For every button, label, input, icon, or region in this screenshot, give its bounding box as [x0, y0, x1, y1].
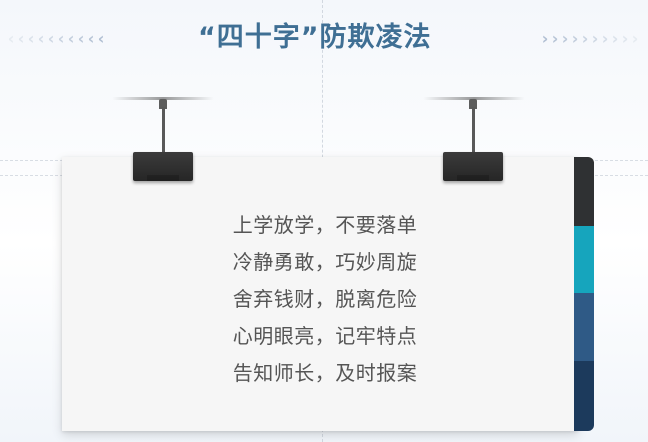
rule-line-3: 舍弃钱财，脱离危险 — [232, 287, 418, 311]
right-hanger-rod — [472, 107, 475, 153]
rule-line-4: 心明眼亮，记牢特点 — [232, 324, 418, 348]
card-side-tabs — [574, 157, 594, 431]
chevron-icon: ‹ — [97, 29, 105, 48]
chevron-icon: › — [631, 29, 639, 48]
chevron-icon: › — [611, 29, 619, 48]
side-tab-blue — [574, 293, 594, 361]
chevron-icon: › — [551, 29, 559, 48]
chevron-icon: › — [541, 29, 549, 48]
left-clip-shadow — [147, 175, 179, 181]
rules-list: 上学放学，不要落单 冷静勇敢，巧妙周旋 舍弃钱财，脱离危险 心明眼亮，记牢特点 … — [170, 207, 480, 392]
chevron-icon: ‹ — [7, 29, 15, 48]
chevron-icon: › — [571, 29, 579, 48]
chevron-icon: › — [561, 29, 569, 48]
page-title: “四十字”防欺凌法 — [198, 22, 432, 53]
side-tab-navy — [574, 361, 594, 431]
chevron-icon: ‹ — [87, 29, 95, 48]
right-chevron-decoration: ›››››››››› — [540, 29, 639, 49]
right-shelf-line — [423, 97, 525, 100]
left-clip-hanger — [133, 99, 193, 189]
right-nail — [469, 99, 477, 109]
right-binder-clip — [443, 152, 503, 181]
side-tab-dark — [574, 157, 594, 226]
chevron-icon: › — [591, 29, 599, 48]
chevron-icon: ‹ — [77, 29, 85, 48]
chevron-icon: ‹ — [67, 29, 75, 48]
right-clip-hanger — [443, 99, 503, 189]
chevron-icon: › — [621, 29, 629, 48]
left-binder-clip — [133, 152, 193, 181]
left-shelf-line — [112, 97, 214, 100]
right-clip-shadow — [457, 175, 489, 181]
rule-line-5: 告知师长，及时报案 — [232, 361, 418, 385]
left-hanger-rod — [162, 107, 165, 153]
side-tab-teal — [574, 226, 594, 293]
chevron-icon: ‹ — [37, 29, 45, 48]
notice-card — [62, 157, 578, 431]
chevron-icon: ‹ — [17, 29, 25, 48]
left-chevron-decoration: ‹‹‹‹‹‹‹‹‹‹ — [6, 29, 105, 49]
chevron-icon: ‹ — [27, 29, 35, 48]
rule-line-2: 冷静勇敢，巧妙周旋 — [232, 250, 418, 274]
chevron-icon: › — [581, 29, 589, 48]
chevron-icon: › — [601, 29, 609, 48]
rule-line-1: 上学放学，不要落单 — [232, 213, 418, 237]
chevron-icon: ‹ — [57, 29, 65, 48]
chevron-icon: ‹ — [47, 29, 55, 48]
left-nail — [159, 99, 167, 109]
